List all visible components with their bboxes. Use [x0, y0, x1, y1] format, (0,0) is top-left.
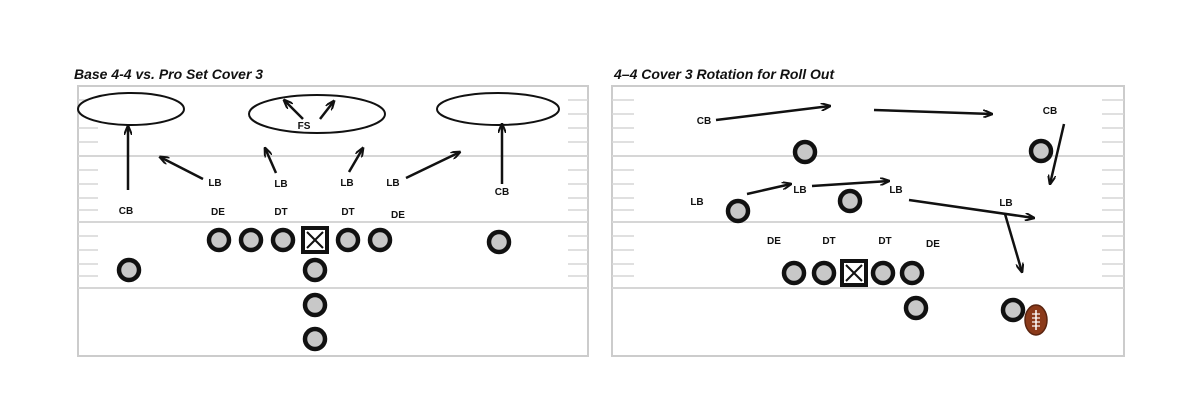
- field-right: CB CB LB LB LB LB DE DT DT DE: [611, 85, 1125, 357]
- player-wr-right: [486, 229, 512, 255]
- label-dt-left: DT: [822, 236, 835, 247]
- player-og-left: [238, 227, 264, 253]
- deep-zone-middle: [248, 94, 386, 134]
- diagram-title-left: Base 4-4 vs. Pro Set Cover 3: [74, 66, 264, 82]
- label-dt-left: DT: [274, 207, 287, 218]
- diagram-title-right: 4–4 Cover 3 Rotation for Roll Out: [614, 66, 835, 82]
- player-og-right: [335, 227, 361, 253]
- x-box-icon: [840, 259, 868, 287]
- arrow-lb1: [160, 157, 204, 181]
- arrow-cb-left: [715, 106, 830, 122]
- player-ot-left: [206, 227, 232, 253]
- arrow-lb3: [347, 148, 363, 173]
- arrow-fs-left: [284, 100, 304, 120]
- arrow-lb2: [265, 148, 278, 174]
- arrow-lb4: [405, 152, 460, 180]
- player-slot-left: [792, 139, 818, 165]
- label-lb2: LB: [274, 179, 287, 190]
- label-de-left: DE: [767, 236, 781, 247]
- label-lb2: LB: [793, 185, 806, 196]
- label-lb4: LB: [386, 178, 399, 189]
- player-og-left: [811, 260, 837, 286]
- football-icon: [1024, 304, 1048, 336]
- deep-zone-left: [77, 92, 185, 126]
- arrows: [128, 100, 502, 190]
- player-fb: [302, 292, 328, 318]
- label-fs: FS: [298, 121, 311, 132]
- field-left: FS LB LB LB LB CB CB DE DT DT DE: [77, 85, 589, 357]
- player-wr-left: [725, 198, 751, 224]
- label-cb-left: CB: [119, 206, 133, 217]
- label-cb-right: CB: [1043, 106, 1057, 117]
- x-box-icon: [301, 226, 329, 254]
- label-cb-left: CB: [697, 116, 711, 127]
- label-de-right: DE: [926, 239, 940, 250]
- label-lb1: LB: [208, 178, 221, 189]
- player-rb: [903, 295, 929, 321]
- player-ot-right: [367, 227, 393, 253]
- label-dt-right: DT: [341, 207, 354, 218]
- player-og-right: [870, 260, 896, 286]
- arrow-lb1: [746, 184, 791, 196]
- hash-marks: [612, 99, 1124, 277]
- player-og-left-inner: [270, 227, 296, 253]
- player-qb: [1000, 297, 1026, 323]
- player-wr-left: [116, 257, 142, 283]
- player-wr-right: [1028, 138, 1054, 164]
- player-rb: [302, 326, 328, 352]
- hash-marks: [78, 99, 588, 277]
- players-left: [116, 227, 512, 352]
- player-ot-right: [899, 260, 925, 286]
- arrow-deep-right: [873, 108, 992, 114]
- arrow-cb-right: [1050, 123, 1066, 184]
- arrows: [715, 106, 1066, 272]
- label-lb1: LB: [690, 197, 703, 208]
- arrow-fs-right: [319, 101, 334, 120]
- player-qb: [302, 257, 328, 283]
- arrow-lb4: [1003, 213, 1022, 272]
- label-dt-right: DT: [878, 236, 891, 247]
- arrow-lb3: [908, 198, 1034, 218]
- label-de-left: DE: [211, 207, 225, 218]
- label-lb3: LB: [340, 178, 353, 189]
- label-de-right: DE: [391, 210, 405, 221]
- label-lb4: LB: [999, 198, 1012, 209]
- players-right: [725, 138, 1054, 323]
- label-cb-right: CB: [495, 187, 509, 198]
- player-te: [837, 188, 863, 214]
- arrow-lb2: [811, 181, 889, 188]
- label-lb3: LB: [889, 185, 902, 196]
- deep-zone-right: [436, 92, 560, 126]
- player-ot-left: [781, 260, 807, 286]
